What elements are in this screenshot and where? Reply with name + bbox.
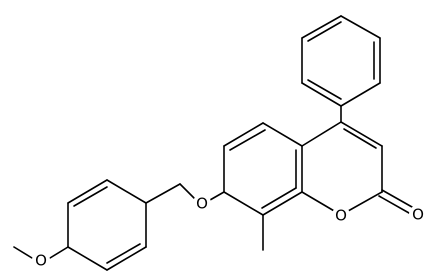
bond xyxy=(145,183,181,204)
atom-label: O xyxy=(35,252,47,270)
bond xyxy=(343,128,377,149)
atom-label: O xyxy=(412,206,424,224)
atom-methoxy-oxygen: O xyxy=(32,251,50,270)
atom-label: O xyxy=(196,195,208,213)
bond xyxy=(307,79,342,100)
atom-background xyxy=(409,205,427,223)
bond xyxy=(223,122,264,147)
atom-background xyxy=(193,194,211,212)
ether-linkage xyxy=(145,183,225,204)
bond xyxy=(106,243,141,264)
bond xyxy=(378,195,410,214)
bond xyxy=(223,191,264,216)
bond xyxy=(340,82,381,107)
atom-label: O xyxy=(335,207,347,225)
atom-background xyxy=(32,251,50,269)
atom-background xyxy=(332,206,350,224)
bond xyxy=(49,246,69,259)
bond xyxy=(209,191,225,201)
bond xyxy=(13,246,33,259)
phenyl-ring xyxy=(301,15,381,107)
bond xyxy=(307,21,342,42)
methoxy-group xyxy=(13,246,69,259)
methoxyphenyl-ring xyxy=(67,179,147,271)
bond xyxy=(301,82,342,107)
bond xyxy=(340,121,383,147)
bond xyxy=(106,246,147,271)
bond xyxy=(67,179,108,204)
benzo-ring xyxy=(223,122,303,216)
carbonyl-group xyxy=(378,189,413,214)
atom-carbonyl-oxygen: O xyxy=(409,205,427,224)
bond xyxy=(106,179,147,204)
bond xyxy=(301,15,342,39)
bond xyxy=(73,186,108,207)
atom-ether-oxygen: O xyxy=(193,194,211,213)
pyranone-ring xyxy=(301,121,383,216)
bond xyxy=(340,15,381,39)
bond xyxy=(301,121,342,147)
bond xyxy=(262,122,303,147)
bond xyxy=(261,187,297,209)
bond xyxy=(229,129,266,151)
bond xyxy=(381,189,413,208)
bond xyxy=(262,191,303,216)
bond xyxy=(179,183,195,199)
bond xyxy=(67,246,108,271)
atom-ring-oxygen: O xyxy=(332,206,350,225)
